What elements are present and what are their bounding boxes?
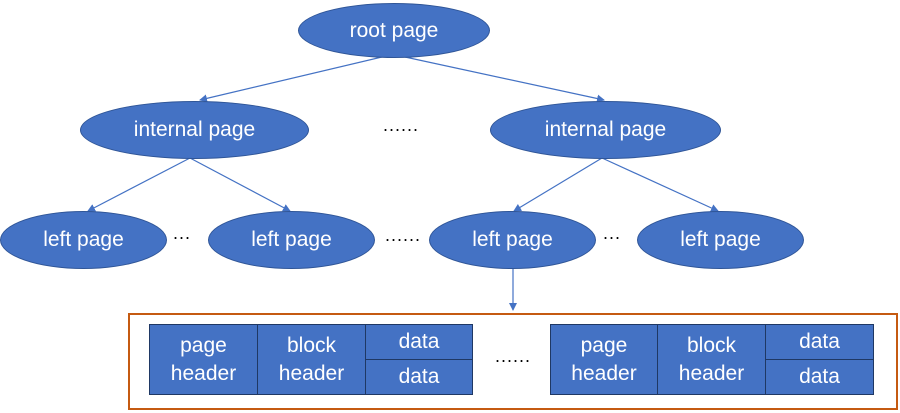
block-right-block-header: block header (657, 324, 766, 395)
block-left-block-header-line-1: block (286, 334, 336, 358)
edge-root-to-internal-left (199, 56, 383, 103)
leaf-page-node-1: left page (0, 211, 167, 269)
block-right-page-header-line-1: page (580, 334, 628, 358)
block-left-block-header-line-2: header (278, 361, 345, 385)
block-right-data-top: data (765, 324, 874, 360)
internal-page-node-right: internal page (490, 101, 721, 159)
edge-internal-right-to-leaf-4 (601, 157, 719, 212)
block-left-data-top: data (365, 324, 473, 360)
leaf-gap-ellipsis-1: ... (173, 223, 192, 243)
leaf-page-node-4: left page (637, 211, 804, 269)
edge-internal-left-to-leaf-2 (189, 157, 291, 212)
edge-internal-left-to-leaf-1 (87, 157, 191, 212)
block-gap-ellipsis: ...... (495, 346, 532, 366)
block-left-page-header: page header (149, 324, 258, 395)
block-right-block-header-line-2: header (678, 361, 745, 385)
edge-internal-right-to-leaf-3 (513, 157, 603, 212)
leaf-page-node-3: left page (429, 211, 596, 269)
block-left-data-bottom: data (365, 359, 473, 395)
internal-gap-ellipsis: ...... (383, 115, 420, 135)
block-container (128, 313, 898, 410)
edge-root-to-internal-right (404, 56, 605, 103)
block-right-data-bottom: data (765, 359, 874, 395)
block-right-block-header-line-1: block (686, 334, 736, 358)
leaf-gap-ellipsis-2: ...... (385, 225, 422, 245)
block-left-block-header: block header (257, 324, 366, 395)
leaf-page-node-2: left page (208, 211, 375, 269)
block-right-page-header-line-2: header (571, 361, 637, 385)
internal-page-node-left: internal page (80, 101, 309, 159)
block-left-page-header-line-2: header (170, 361, 237, 385)
block-right-page-header: page header (550, 324, 658, 395)
leaf-gap-ellipsis-3: ... (603, 223, 622, 243)
root-page-node: root page (298, 3, 490, 58)
block-left-page-header-line-1: page (180, 334, 227, 358)
